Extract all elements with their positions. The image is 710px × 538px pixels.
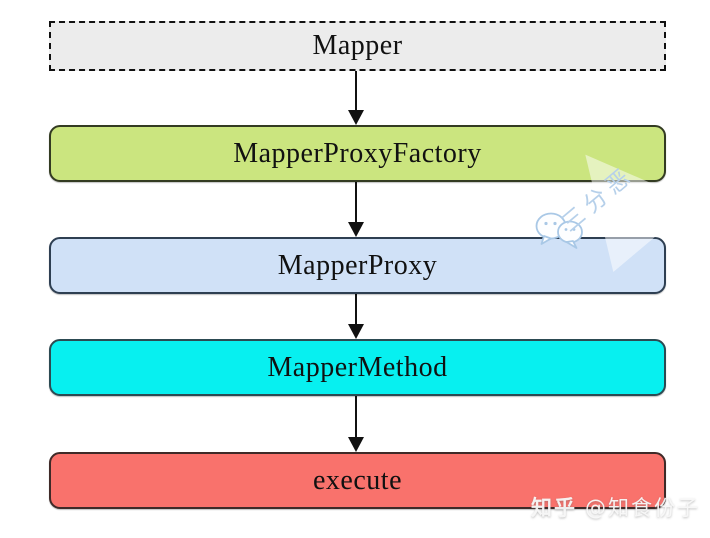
- arrow-head-icon: [348, 222, 364, 237]
- flow-node-mapper-method: MapperMethod: [49, 339, 666, 396]
- flow-node-mapper-proxy-label: MapperProxy: [277, 249, 438, 281]
- flow-arrow-proxy-to-method: [348, 294, 364, 339]
- arrow-head-icon: [348, 324, 364, 339]
- arrow-head-icon: [348, 437, 364, 452]
- flow-arrow-factory-to-proxy: [348, 182, 364, 237]
- arrow-line: [355, 71, 357, 112]
- flow-node-mapper-proxy-factory-label: MapperProxyFactory: [233, 137, 482, 169]
- arrow-head-icon: [348, 110, 364, 125]
- attribution-user: @知食份子: [585, 496, 700, 520]
- flow-node-mapper: Mapper: [49, 21, 666, 71]
- flow-node-mapper-proxy-factory: MapperProxyFactory: [49, 125, 666, 182]
- arrow-line: [355, 294, 357, 326]
- flow-node-mapper-label: Mapper: [312, 30, 403, 61]
- arrow-line: [355, 182, 357, 224]
- flow-node-execute: execute: [49, 452, 666, 509]
- flow-arrow-mapper-to-factory: [348, 71, 364, 125]
- attribution: 知乎 @知食份子: [531, 492, 700, 522]
- flow-arrow-method-to-execute: [348, 396, 364, 452]
- flow-node-mapper-method-label: MapperMethod: [267, 351, 448, 383]
- attribution-brand: 知乎: [531, 496, 577, 520]
- flow-node-execute-label: execute: [313, 464, 402, 496]
- arrow-line: [355, 396, 357, 439]
